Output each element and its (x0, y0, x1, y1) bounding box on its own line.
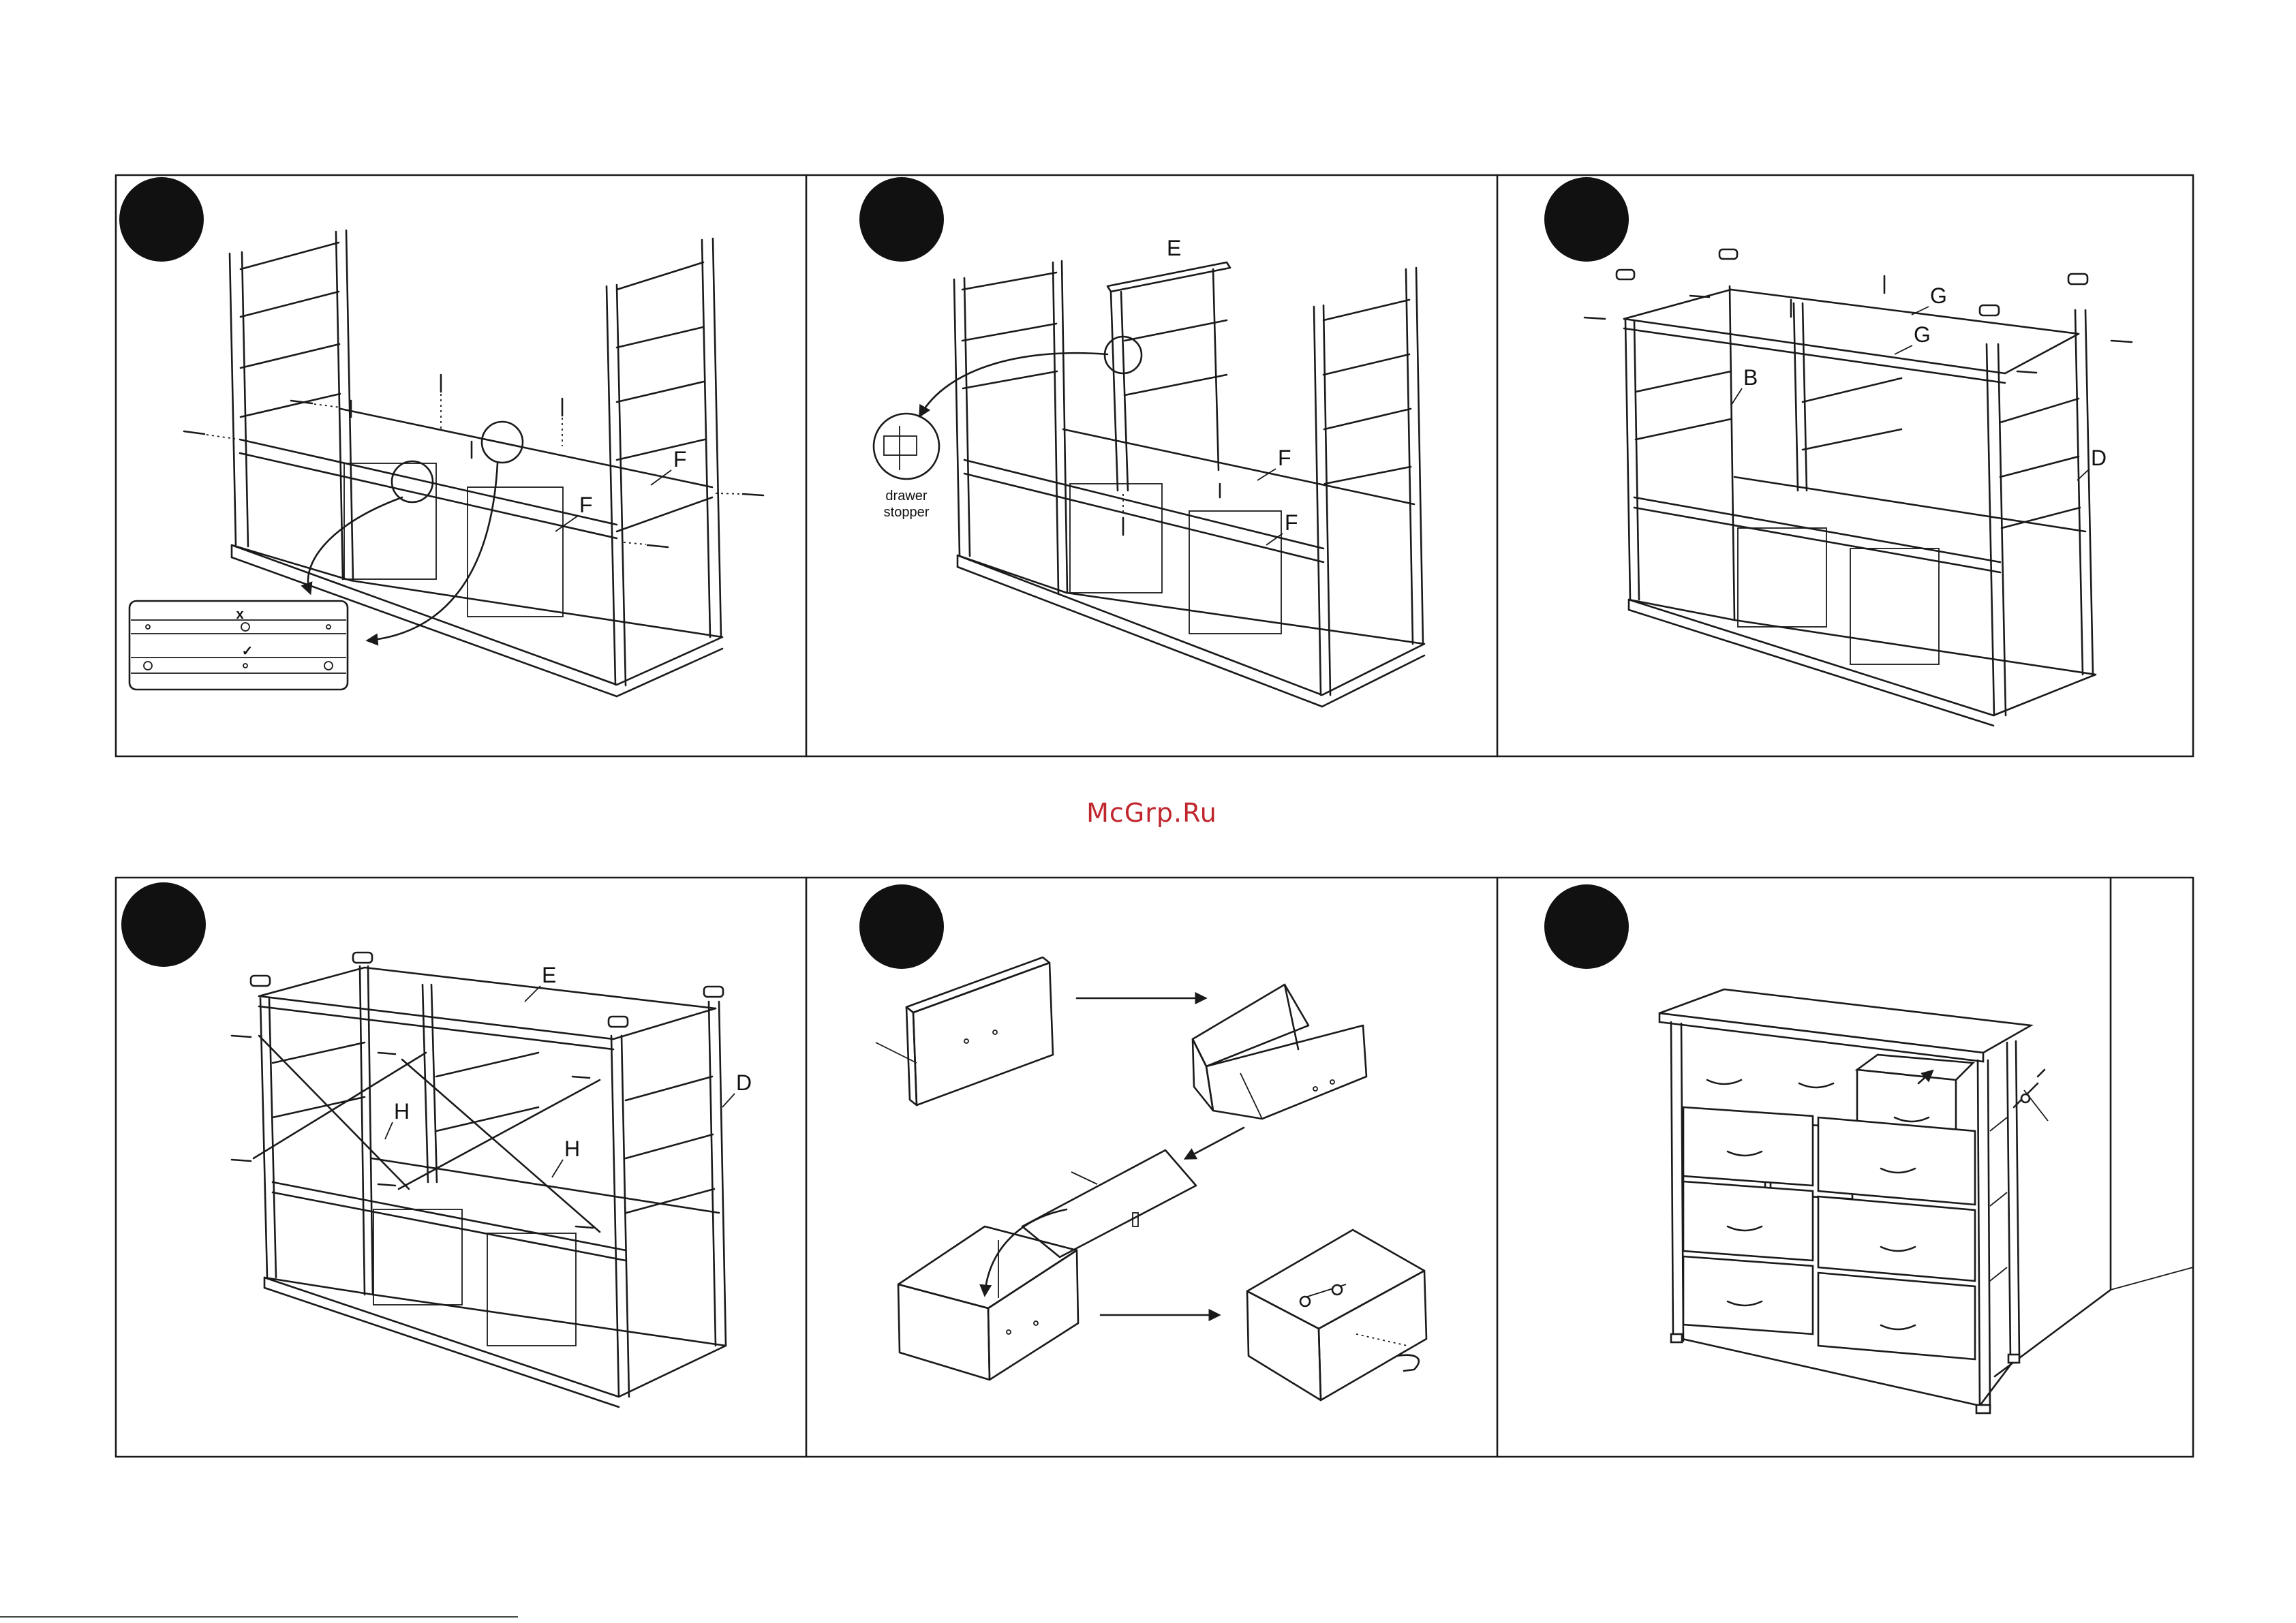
watermark: McGrp.Ru (1086, 798, 1217, 828)
screw-icon (1123, 484, 1220, 535)
callout-drawer: drawer (885, 489, 927, 504)
part-label-g: G (1930, 283, 1947, 308)
frame-drawing (230, 230, 722, 696)
step-6-panel (1544, 878, 2193, 1413)
part-label-h: H (564, 1137, 580, 1161)
step-number-circle (859, 884, 944, 969)
part-label-f: F (1285, 510, 1298, 535)
hole-orientation-check: x ✓ (129, 601, 348, 690)
leveling-foot-icon (251, 953, 723, 1027)
drawer-handle-icon (1397, 1355, 1419, 1371)
right-mark: ✓ (242, 644, 254, 659)
callout-stopper: stopper (884, 505, 930, 520)
part-label-e: E (1167, 236, 1181, 260)
part-label-f: F (1278, 446, 1291, 470)
frame-drawing (954, 261, 1424, 707)
step-4-panel: E D H H (121, 882, 752, 1407)
step-number-circle (1544, 177, 1629, 262)
step-number-circle (859, 177, 944, 262)
step-number-circle (121, 882, 206, 967)
footer-rule (0, 1616, 518, 1618)
arrow-icon (1186, 1128, 1244, 1158)
step-5-panel (859, 884, 1426, 1400)
arrow-icon (920, 353, 1107, 416)
frame-drawing (1624, 286, 2096, 726)
part-label-d: D (2091, 446, 2107, 470)
part-label-f: F (673, 447, 687, 472)
part-label-f: F (579, 493, 593, 517)
step-2-panel: drawer stopper E F F (859, 177, 1424, 707)
top-row-frame (116, 175, 2193, 756)
drawer-bottom-drawing (1022, 1150, 1196, 1257)
step-3-panel: G G B D (1544, 177, 2132, 726)
wall-drawing (1995, 878, 2193, 1376)
part-label-b: B (1743, 365, 1758, 390)
part-label-d: D (736, 1070, 752, 1095)
drawer-panel-drawing (876, 957, 1053, 1105)
screw-icon (232, 1036, 593, 1228)
step-1-panel: F F x ✓ (119, 177, 763, 696)
step-number-circle (119, 177, 204, 262)
part-label-e: E (542, 963, 556, 987)
part-label-h: H (394, 1099, 410, 1124)
anti-tip-strap-icon (2014, 1070, 2048, 1121)
frame-drawing (254, 966, 726, 1407)
drawer-box-drawing (1193, 985, 1366, 1119)
step-number-circle (1544, 884, 1629, 969)
finished-drawer-drawing (1247, 1230, 1426, 1400)
part-label-g: G (1914, 322, 1931, 347)
dresser-drawing (1659, 989, 2031, 1413)
